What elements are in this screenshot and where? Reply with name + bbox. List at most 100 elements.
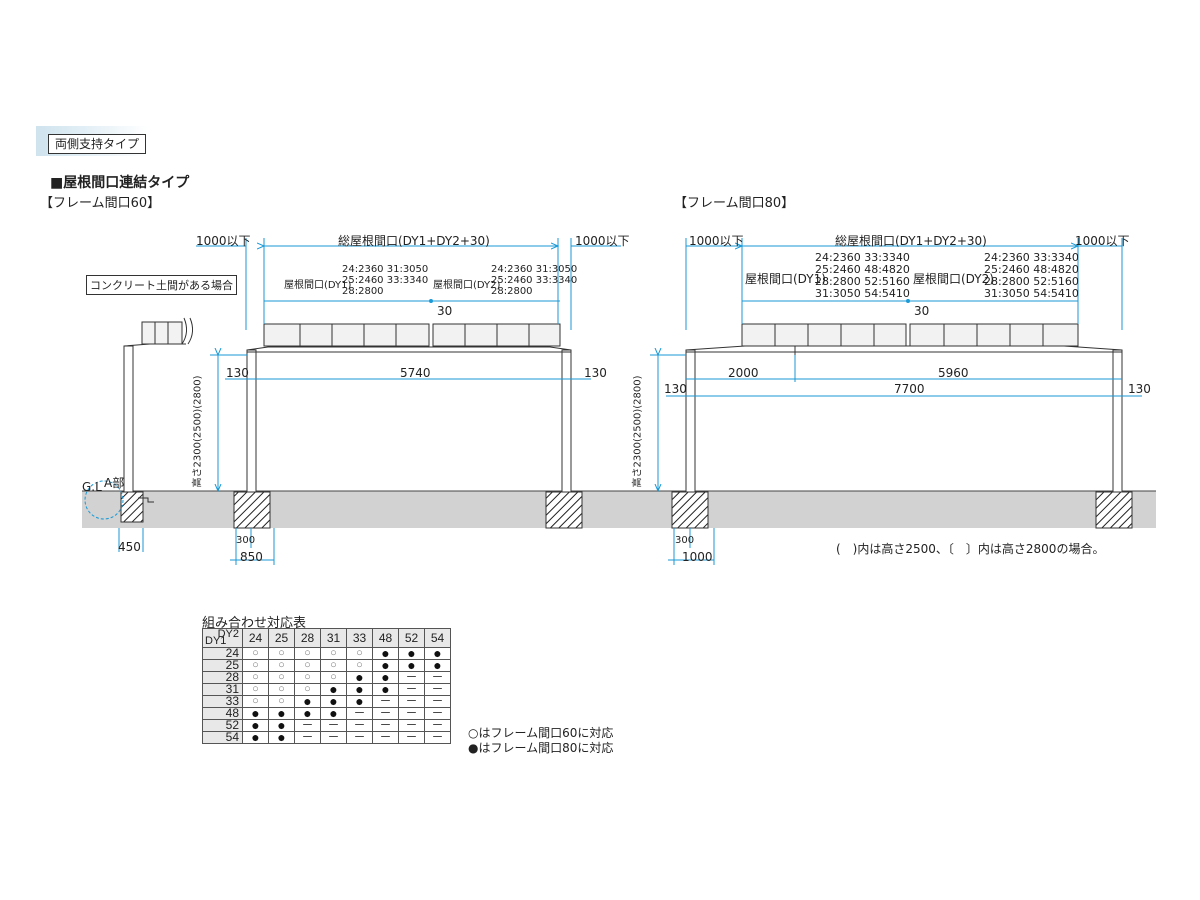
section-heading: ■屋根間口連結タイプ: [50, 175, 190, 191]
table-row-header: 52: [202, 719, 243, 732]
frame80-offset-left: 130: [664, 382, 687, 396]
table-cell: －: [294, 719, 321, 732]
slab-dimension: [118, 528, 144, 552]
frame80-total-span: 総屋根間口(DY1+DY2+30): [835, 234, 987, 248]
frame80-overhang-left: 1000以下: [689, 234, 744, 248]
frame60-structure: [233, 323, 583, 529]
frame60-footing-pitch: 850: [240, 550, 263, 564]
table-cell: ●: [268, 730, 295, 744]
frame60-post-span: 5740: [400, 366, 431, 380]
table-body: 24○○○○○●●●25○○○○○●●●28○○○○●●－－31○○○●●●－－…: [202, 646, 451, 744]
size-line: 24:2360 33:3340: [984, 251, 1079, 264]
table-cell: －: [424, 683, 451, 696]
table-cell: ○: [242, 683, 269, 696]
table-cell: ○: [294, 647, 321, 660]
table-row-header: 25: [202, 659, 243, 672]
frame80-structure: [671, 323, 1133, 529]
frame60-overhang-right: 1000以下: [575, 234, 630, 248]
table-cell: －: [424, 707, 451, 720]
legend-filled: ●はフレーム間口80に対応: [468, 741, 614, 755]
table-cell: ○: [242, 647, 269, 660]
frame80-right-post: [1112, 349, 1123, 493]
frame80-right-footing: [1095, 491, 1133, 529]
slab-dim-label: 450: [118, 540, 141, 554]
frame80-joint: 30: [914, 304, 930, 318]
frame80-label: 【フレーム間口80】: [674, 196, 795, 211]
frame60-dimensions: [196, 238, 621, 565]
frame60-label: 【フレーム間口60】: [40, 196, 161, 211]
frame80-offset-right: 130: [1128, 382, 1151, 396]
frame60-right-post: [561, 349, 572, 493]
frame80-beam: [685, 345, 1123, 351]
table-row: 48●●●●－－－－: [202, 706, 451, 720]
table-cell: ○: [268, 659, 295, 672]
table-cell: －: [294, 731, 321, 744]
table-cell: －: [424, 731, 451, 744]
table-col-header: 31: [320, 628, 347, 648]
table-row-header: 28: [202, 671, 243, 684]
combination-table: DY2 DY1 24 25 28 31 33 48 52 54 24○○○○○●…: [202, 628, 451, 744]
size-line: 31:3050 54:5410: [815, 287, 910, 300]
frame80-dy2-label: 屋根間口(DY2): [913, 272, 994, 286]
table-row-header: 48: [202, 707, 243, 720]
gl-label: G.L: [82, 480, 102, 494]
table-cell: ○: [320, 659, 347, 672]
frame60-height: 高さ2300(2500)(2800): [192, 375, 204, 488]
size-line: 25:2460 33:3340: [342, 275, 429, 286]
frame80-dy1-label: 屋根間口(DY1): [745, 272, 826, 286]
table-row: 33○○●●●－－－: [202, 694, 451, 708]
frame60-left-footing: [233, 491, 271, 529]
frame60-right-footing: [545, 491, 583, 529]
table-row-header: 33: [202, 695, 243, 708]
table-col-header: 28: [294, 628, 321, 648]
table-cell: －: [372, 731, 399, 744]
size-line: 25:2460 48:4820: [815, 263, 910, 276]
frame80-dy2-sizes: 24:2360 33:3340 25:2460 48:4820 28:2800 …: [984, 252, 1079, 300]
part-a-label: A部: [104, 476, 125, 490]
size-line: 31:3050 54:5410: [984, 287, 1079, 300]
table-col-header: 25: [268, 628, 295, 648]
size-line: 28:2800: [342, 286, 384, 297]
size-line: 28:2800 52:5160: [984, 275, 1079, 288]
concrete-note: コンクリート土間がある場合: [86, 275, 237, 295]
table-col-header: 24: [242, 628, 269, 648]
size-line: 24:2360 31:3050: [342, 264, 429, 275]
frame80-inner-right: 5960: [938, 366, 969, 380]
table-cell: －: [372, 719, 399, 732]
concrete-slab-detail: [84, 317, 194, 523]
table-cell: －: [398, 695, 425, 708]
table-cell: ○: [242, 671, 269, 684]
frame80-dy1-sizes: 24:2360 33:3340 25:2460 48:4820 28:2800 …: [815, 252, 910, 300]
frame60-joint: 30: [437, 304, 453, 318]
frame80-left-footing: [671, 491, 709, 529]
corner-dy1: DY1: [205, 635, 227, 647]
frame80-height: 高さ2300(2500)(2800): [632, 375, 644, 488]
table-col-header: 33: [346, 628, 373, 648]
table-cell: ○: [294, 659, 321, 672]
table-title: 組み合わせ対応表: [202, 616, 307, 631]
table-cell: －: [346, 731, 373, 744]
size-line: 25:2460 33:3340: [491, 275, 578, 286]
size-line: 24:2360 33:3340: [815, 251, 910, 264]
frame60-dy1-sizes: 24:2360 31:3050 25:2460 33:3340 28:2800: [342, 264, 428, 297]
frame80-left-post: [685, 349, 696, 493]
frame80-overhang-right: 1000以下: [1075, 234, 1130, 248]
frame80-dimensions: [650, 238, 1142, 565]
table-row-header: 54: [202, 731, 243, 744]
frame60-offset-right: 130: [584, 366, 607, 380]
table-corner: DY2 DY1: [202, 628, 243, 648]
size-line: 24:2360 31:3050: [491, 264, 578, 275]
table-row: 54●●－－－－－－: [202, 730, 451, 744]
frame80-post-span: 7700: [894, 382, 925, 396]
frame80-footing-pitch: 1000: [682, 550, 713, 564]
corner-dy2: DY2: [217, 628, 239, 640]
type-tag: 両側支持タイプ: [48, 134, 147, 154]
frame60-offset-left: 130: [226, 366, 249, 380]
legend-open: ○はフレーム間口60に対応: [468, 726, 614, 740]
size-line: 28:2800 52:5160: [815, 275, 910, 288]
table-cell: ○: [242, 659, 269, 672]
joint-markers: [429, 299, 910, 303]
frame60-footing-width: 300: [236, 535, 256, 546]
table-cell: ●: [242, 730, 269, 744]
